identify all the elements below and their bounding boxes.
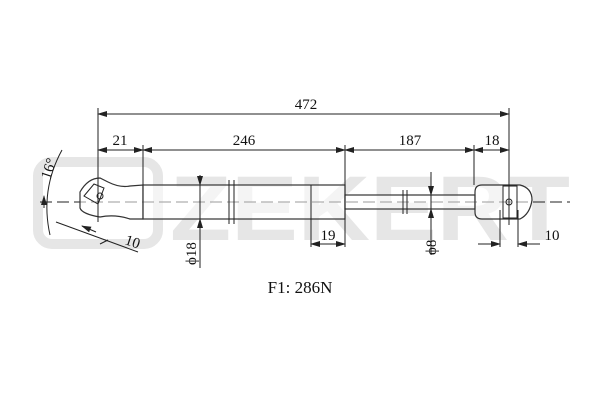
force-label: F1: 286N	[268, 278, 333, 297]
dim-rod-length: 187	[399, 133, 422, 149]
angle-arc	[46, 149, 63, 236]
piston-rod	[344, 194, 476, 210]
dim-body-length: 246	[233, 133, 256, 149]
dim-right-eye-width: 10	[545, 228, 560, 244]
dim-right-eye-offset: 18	[485, 133, 500, 149]
dim-body-diameter: ϕ18	[184, 242, 200, 265]
dim-rod-diameter: ϕ8	[424, 240, 440, 255]
dim-body-collar: 19	[321, 228, 336, 244]
dim-total-length: 472	[295, 97, 318, 113]
left-eye-fitting	[79, 177, 144, 220]
cylinder-body	[142, 184, 346, 220]
dim-angle: 16°	[39, 156, 61, 181]
dim-left-eye-offset: 21	[113, 133, 128, 149]
dim-left-eye-width: 10	[123, 233, 142, 253]
right-eye-fitting	[474, 184, 533, 220]
